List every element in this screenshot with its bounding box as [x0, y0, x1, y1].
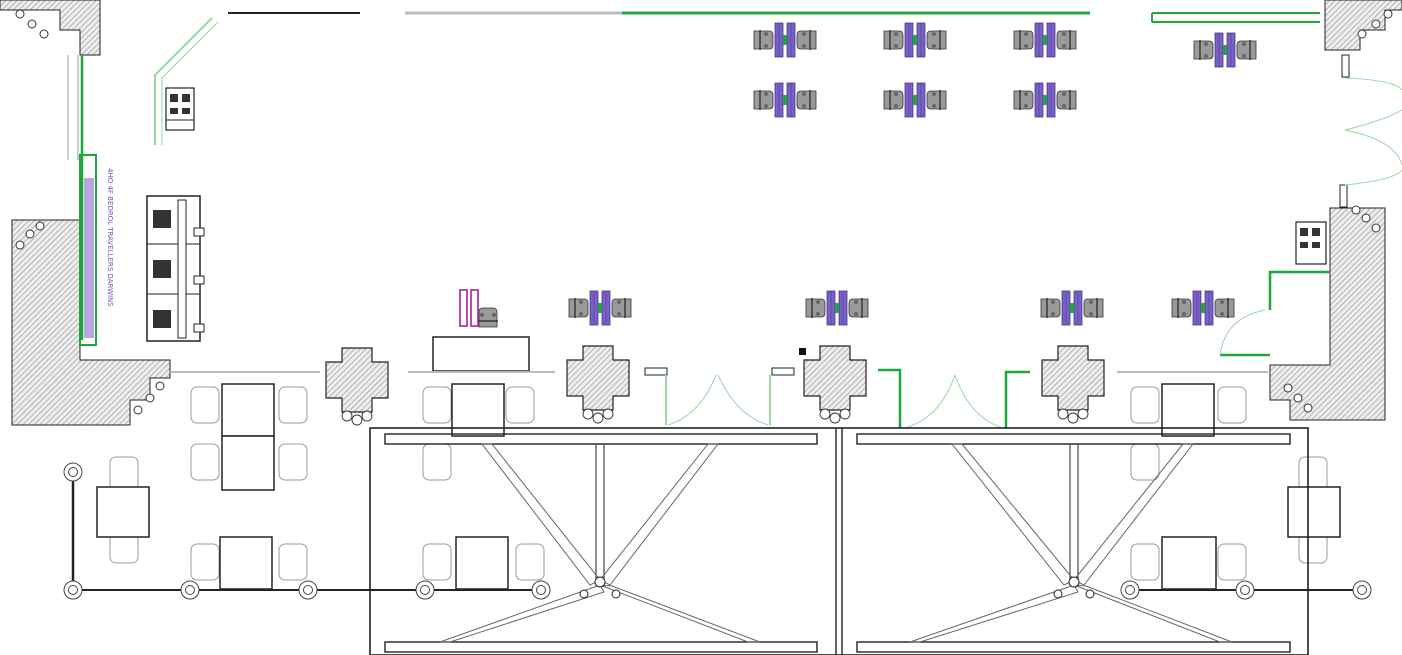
column — [325, 347, 389, 426]
workstation — [1014, 83, 1076, 117]
glass-partition-left — [154, 17, 219, 145]
workstation — [754, 83, 816, 117]
cabinet-unit-left — [165, 87, 195, 131]
cabinet-unit-right — [1295, 221, 1327, 265]
column — [803, 345, 867, 424]
appliance-block — [146, 195, 205, 342]
workstation — [806, 291, 868, 325]
truss-structure — [369, 427, 1309, 655]
column — [566, 345, 630, 424]
workstation — [569, 291, 631, 325]
reception-desk — [432, 289, 530, 372]
workstation — [1014, 23, 1076, 57]
right-wall — [1219, 0, 1402, 421]
workstation — [884, 23, 946, 57]
workstation — [1172, 291, 1234, 325]
lounge-right — [1130, 383, 1341, 590]
bottom-rail — [63, 462, 1372, 600]
workstations — [569, 23, 1256, 325]
doors-middle — [644, 348, 1030, 429]
left-wall — [0, 0, 171, 426]
workstation — [1041, 291, 1103, 325]
workstation — [1194, 33, 1256, 67]
top-wall — [228, 11, 1320, 23]
lounge-left — [96, 383, 545, 590]
wall-label: 4HO 4F BEDROL TRAVELLERS DARWINS — [106, 168, 114, 307]
workstation — [754, 23, 816, 57]
workstation — [884, 83, 946, 117]
column — [1041, 345, 1105, 424]
